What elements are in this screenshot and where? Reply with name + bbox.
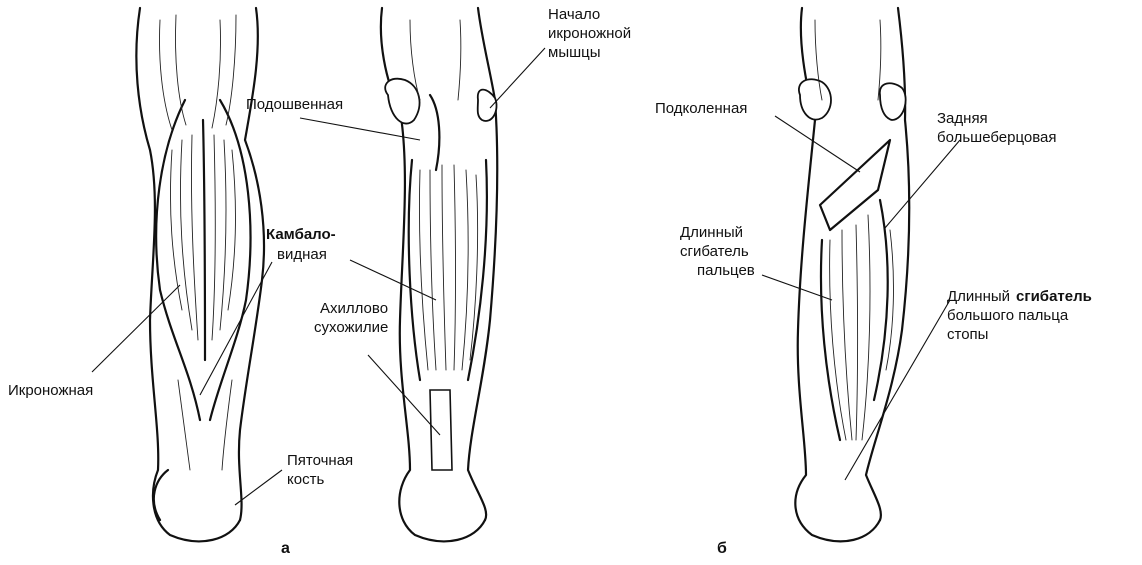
leg-1-right-contour: [239, 8, 264, 520]
label-dlinny-sgibatel-big-line1b: сгибатель: [1016, 288, 1092, 306]
label-dlinny-sgibatel-paltsev-line3: пальцев: [697, 262, 755, 280]
label-dlinny-sgibatel-big-line2: большого пальца: [947, 307, 1068, 325]
leader-pyatochnaya: [235, 470, 282, 505]
leg-2-fibers: [410, 20, 478, 370]
leg-1-midline: [203, 120, 205, 360]
label-pyatochnaya-kost-line1: Пяточная: [287, 452, 353, 470]
leader-podkolennaya: [775, 116, 860, 172]
leader-dlinny-sgibatel-big: [845, 300, 950, 480]
leg-3-right-condyle: [880, 83, 906, 120]
leader-ikronozhnaya: [92, 285, 180, 372]
leader-nachalo: [490, 48, 545, 108]
leader-zadnyaya: [885, 140, 960, 228]
label-nachalo-line2: икроножной: [548, 25, 631, 43]
leg-2-left-condyle: [385, 79, 419, 124]
label-dlinny-sgibatel-big-line1a: Длинный: [947, 288, 1010, 306]
label-zadnyaya-line2: большеберцовая: [937, 129, 1057, 147]
leg-3-fibers: [815, 20, 893, 440]
label-ikronozhnaya: Икроножная: [8, 382, 93, 400]
leader-kambalo-leg2: [350, 260, 436, 300]
panel-label-a: а: [281, 540, 290, 558]
label-nachalo-line1: Начало: [548, 6, 600, 24]
leg-3-left-condyle: [799, 79, 831, 119]
leg-1-gastroc-lateral: [210, 100, 250, 420]
label-ahillovo-line1: Ахиллово: [320, 300, 388, 318]
leg-2-right-contour: [468, 8, 497, 520]
leader-ahillovo: [368, 355, 440, 435]
leg-2-plantaris: [430, 95, 439, 170]
leg-2-drawing: [381, 8, 497, 541]
label-podoshvennaya: Подошвенная: [246, 96, 343, 114]
label-zadnyaya-line1: Задняя: [937, 110, 988, 128]
label-kambalo-line1: Камбало-: [266, 226, 336, 244]
label-dlinny-sgibatel-paltsev-line2: сгибатель: [680, 243, 749, 261]
label-dlinny-sgibatel-big-line3: стопы: [947, 326, 988, 344]
label-ahillovo-line2: сухожилие: [314, 319, 388, 337]
leg-1-drawing: [136, 8, 264, 541]
leader-kambalo-leg1: [200, 262, 272, 395]
label-podkolennaya: Подколенная: [655, 100, 747, 118]
leg-3-drawing: [795, 8, 909, 541]
panel-label-b: б: [717, 540, 727, 558]
leg-2-achilles-tendon: [430, 390, 452, 470]
label-dlinny-sgibatel-paltsev-line1: Длинный: [680, 224, 743, 242]
label-nachalo-line3: мышцы: [548, 44, 601, 62]
leg-3-flexor-digitorum: [821, 240, 840, 440]
label-kambalo-line2: видная: [277, 246, 327, 264]
leg-3-popliteus: [820, 140, 890, 230]
label-pyatochnaya-kost-line2: кость: [287, 471, 324, 489]
leg-1-fibers: [160, 15, 237, 470]
